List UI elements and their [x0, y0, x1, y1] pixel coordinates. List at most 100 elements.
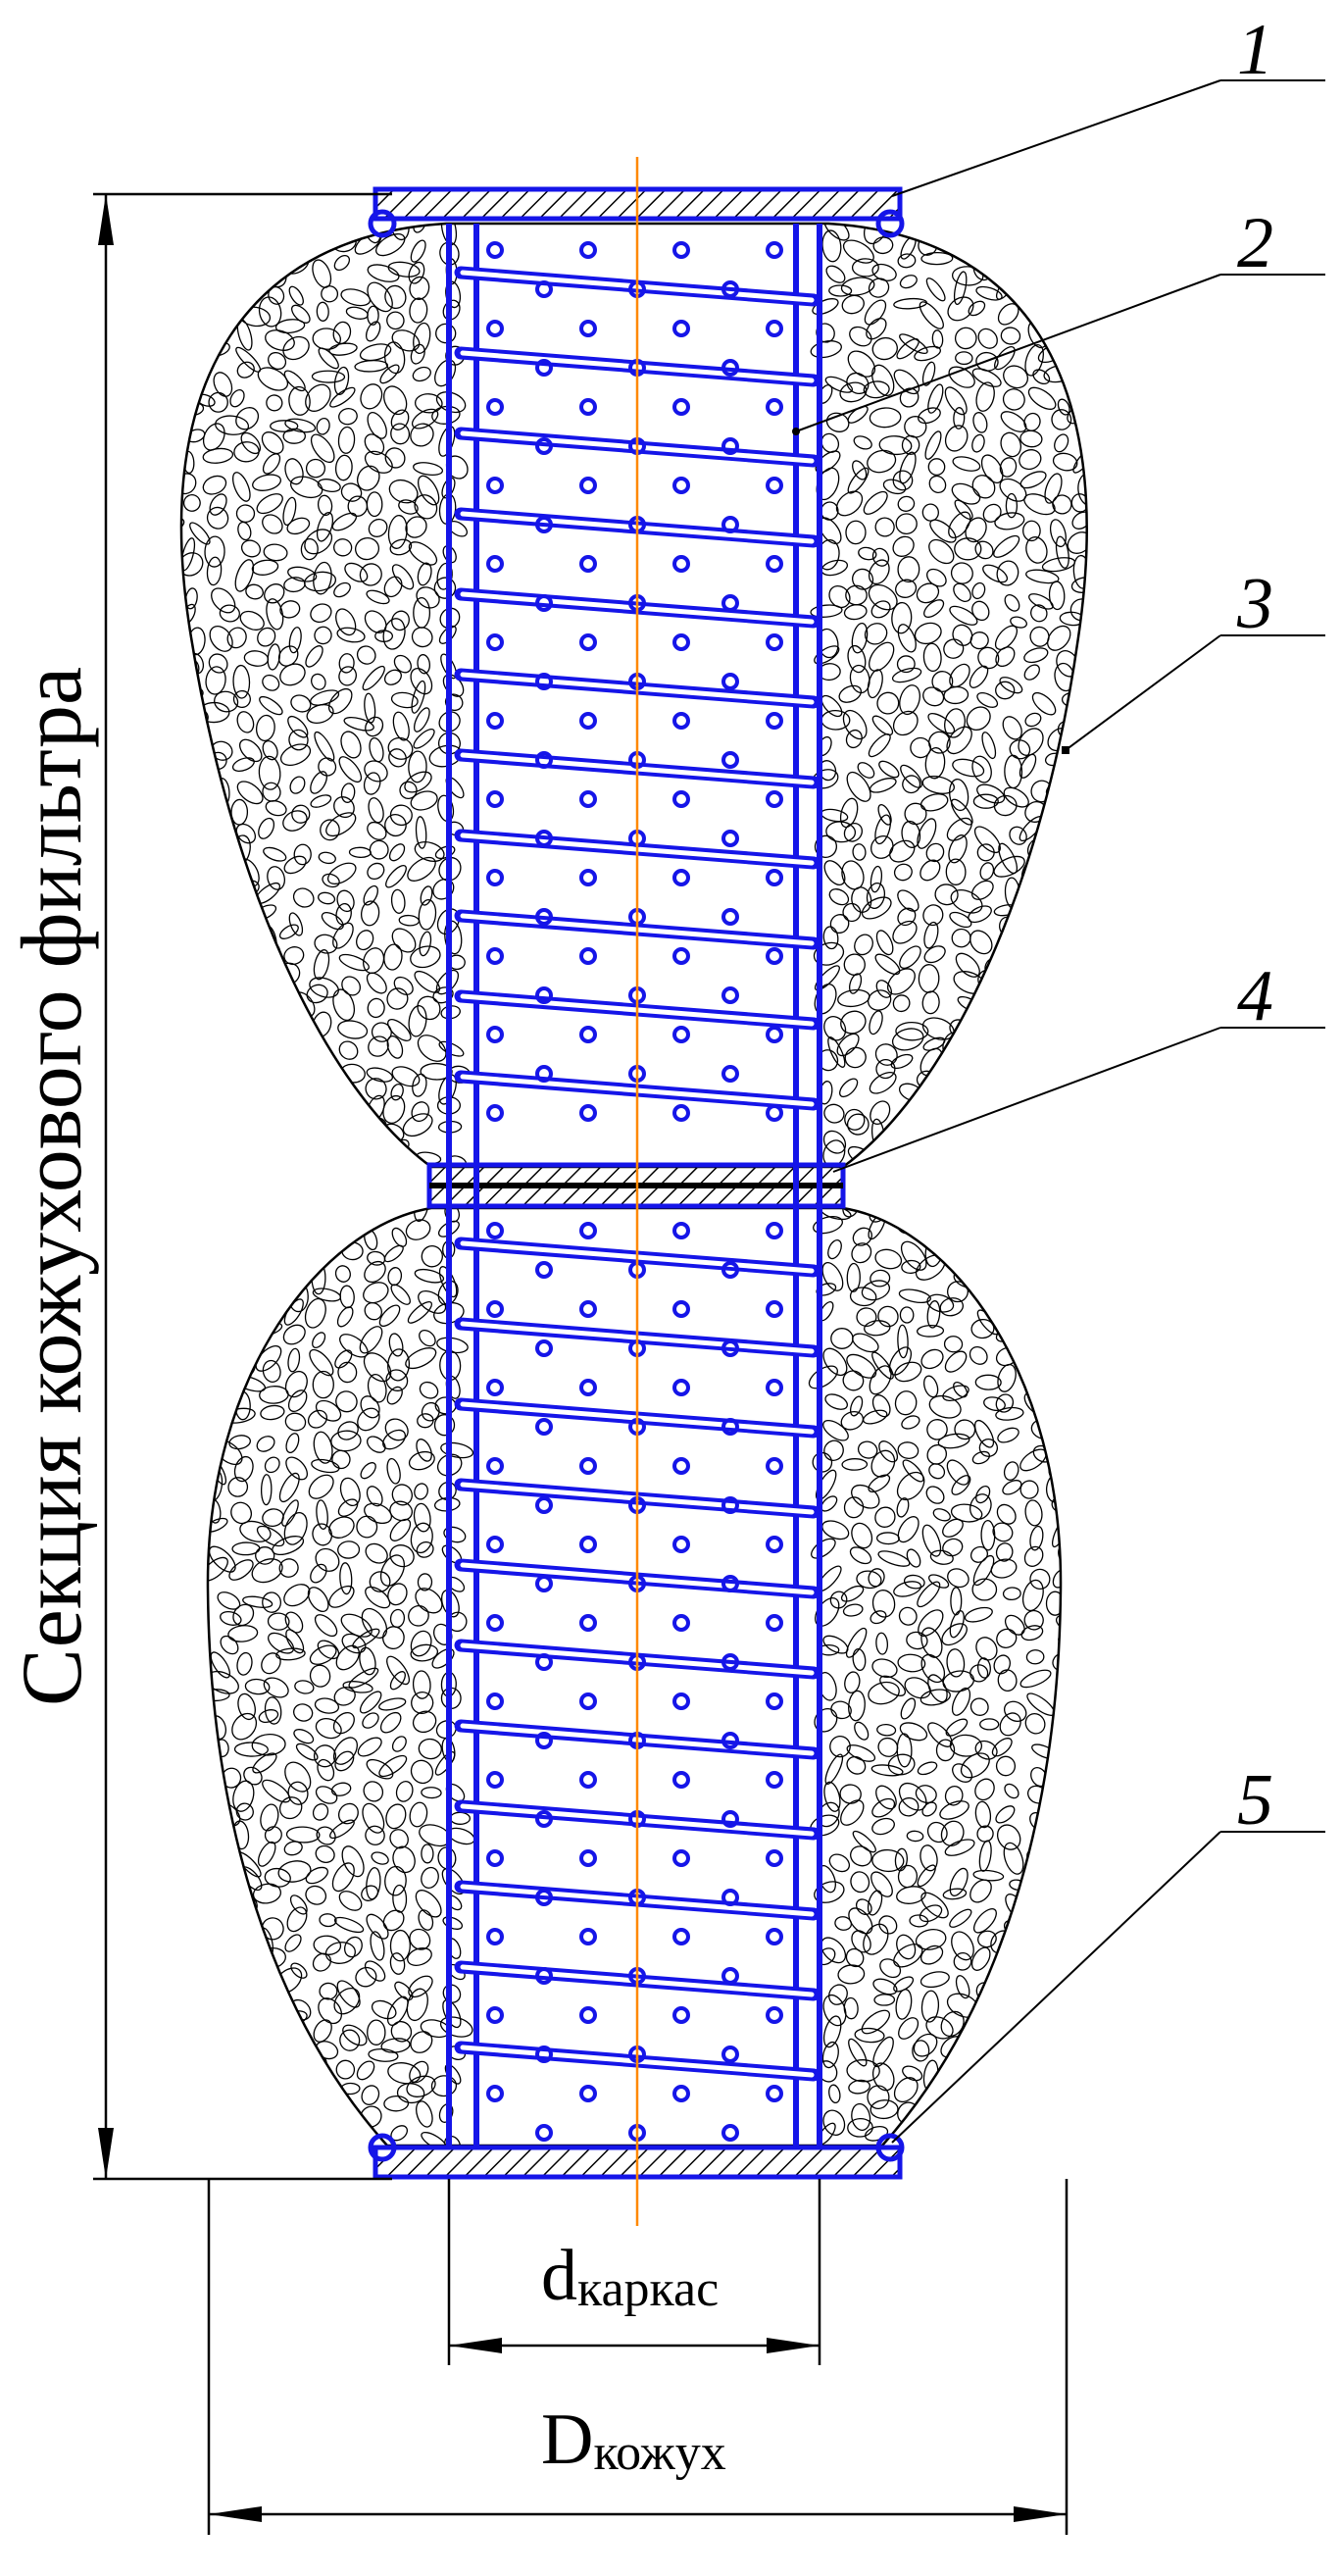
gravel-pebble [915, 1254, 946, 1281]
gravel-pebble [824, 1393, 848, 1410]
gravel-pebble [322, 873, 340, 888]
gravel-pebble [847, 350, 876, 378]
gravel-pebble [384, 1865, 407, 1896]
gravel-pebble [148, 707, 181, 739]
gravel-pebble [887, 1753, 916, 1776]
gravel-pebble [869, 778, 897, 793]
gravel-pebble [969, 1697, 989, 1716]
gravel-pebble [1006, 976, 1027, 998]
gravel-pebble [1058, 930, 1079, 951]
gravel-pebble [385, 1208, 407, 1211]
gravel-pebble [388, 479, 419, 504]
gravel-pebble [1079, 1762, 1112, 1779]
perforation-hole [535, 673, 553, 690]
gravel-pebble [1100, 1498, 1122, 1524]
gravel-pebble [152, 879, 174, 896]
gravel-pebble [995, 1805, 1016, 1824]
gravel-pebble [154, 2087, 182, 2115]
gravel-pebble [1071, 1054, 1087, 1078]
gravel-pebble [231, 472, 251, 502]
gravel-pebble [1082, 1484, 1101, 1498]
gravel-pebble [1075, 2043, 1097, 2065]
gravel-pebble [363, 1282, 389, 1304]
gravel-pebble [1003, 2039, 1031, 2064]
gravel-pebble [926, 1300, 941, 1329]
gravel-pebble [309, 2083, 331, 2101]
gravel-pebble [996, 1974, 1016, 1994]
perforation-hole [766, 1026, 783, 1043]
gravel-pebble [180, 926, 203, 949]
gravel-pebble [944, 386, 968, 416]
gravel-pebble [227, 1625, 259, 1642]
gravel-pebble [899, 451, 917, 484]
perforation-hole [766, 1536, 783, 1553]
gravel-pebble [1000, 1124, 1018, 1152]
gravel-pebble [1002, 1264, 1030, 1287]
gravel-pebble [365, 1825, 385, 1845]
gravel-pebble [417, 1573, 433, 1591]
gravel-pebble [409, 1801, 428, 1828]
gravel-pebble [1054, 1920, 1062, 1941]
perforation-hole [535, 1810, 553, 1828]
gravel-pebble [1104, 1738, 1119, 1762]
gravel-pebble [181, 1218, 199, 1245]
gravel-pebble [1097, 1587, 1121, 1608]
gravel-pebble [128, 1627, 149, 1658]
gravel-pebble [1069, 1692, 1097, 1725]
gravel-pebble [1077, 1019, 1087, 1038]
gravel-pebble [338, 1040, 359, 1060]
gravel-pebble [260, 1208, 280, 1225]
gravel-pebble [337, 1100, 355, 1123]
gravel-pebble [839, 1078, 859, 1098]
gravel-pebble [1022, 1883, 1041, 1915]
gravel-pebble [920, 1689, 951, 1706]
gravel-pebble [996, 1058, 1011, 1084]
gravel-pebble [916, 582, 940, 604]
gravel-pebble [813, 1215, 843, 1235]
gravel-pebble [183, 1546, 210, 1573]
gravel-pebble [894, 1361, 922, 1383]
perforation-hole [766, 398, 783, 416]
gravel-pebble [993, 794, 1018, 817]
gravel-pebble [265, 2062, 282, 2081]
gravel-pebble [869, 1365, 892, 1395]
gravel-pebble [994, 346, 1016, 371]
gravel-pebble [305, 1885, 327, 1905]
gravel-pebble [258, 755, 281, 790]
gravel-pebble [982, 564, 1009, 583]
svg-text:4: 4 [1237, 956, 1273, 1036]
gravel-pebble [291, 304, 311, 324]
perforation-hole [579, 1692, 597, 1710]
gravel-pebble [868, 278, 890, 298]
gravel-pebble [332, 321, 352, 345]
gravel-pebble [244, 1678, 271, 1695]
gravel-pebble [368, 2047, 399, 2062]
perforation-hole [486, 1379, 504, 1396]
gravel-pebble [924, 430, 942, 460]
gravel-pebble [414, 840, 445, 862]
gravel-pebble [856, 1570, 882, 1590]
gravel-pebble [872, 236, 894, 255]
gravel-pebble [1103, 1309, 1121, 1332]
gravel-pebble [309, 1348, 334, 1377]
gravel-pebble [896, 1471, 925, 1501]
gravel-pebble [161, 1195, 189, 1228]
gravel-pebble [154, 820, 176, 849]
gravel-pebble [337, 1421, 359, 1440]
outer-diameter-dimension: Dкожух [207, 2179, 1069, 2535]
gravel-pebble [950, 888, 983, 914]
gravel-pebble [919, 301, 944, 329]
gravel-pebble [230, 798, 249, 826]
gravel-pebble [952, 1085, 973, 1098]
gravel-pebble [444, 2063, 462, 2085]
gravel-pebble [163, 1999, 185, 2025]
gravel-pebble [847, 467, 870, 494]
gravel-pebble [410, 239, 426, 263]
gravel-pebble [1072, 1861, 1093, 1891]
gravel-pebble [1019, 449, 1042, 471]
perforation-hole [721, 1496, 739, 1514]
gravel-pebble [1010, 616, 1028, 629]
gravel-pebble [1073, 1198, 1098, 1223]
gravel-pebble [998, 1992, 1025, 2017]
gravel-pebble [312, 1803, 329, 1821]
